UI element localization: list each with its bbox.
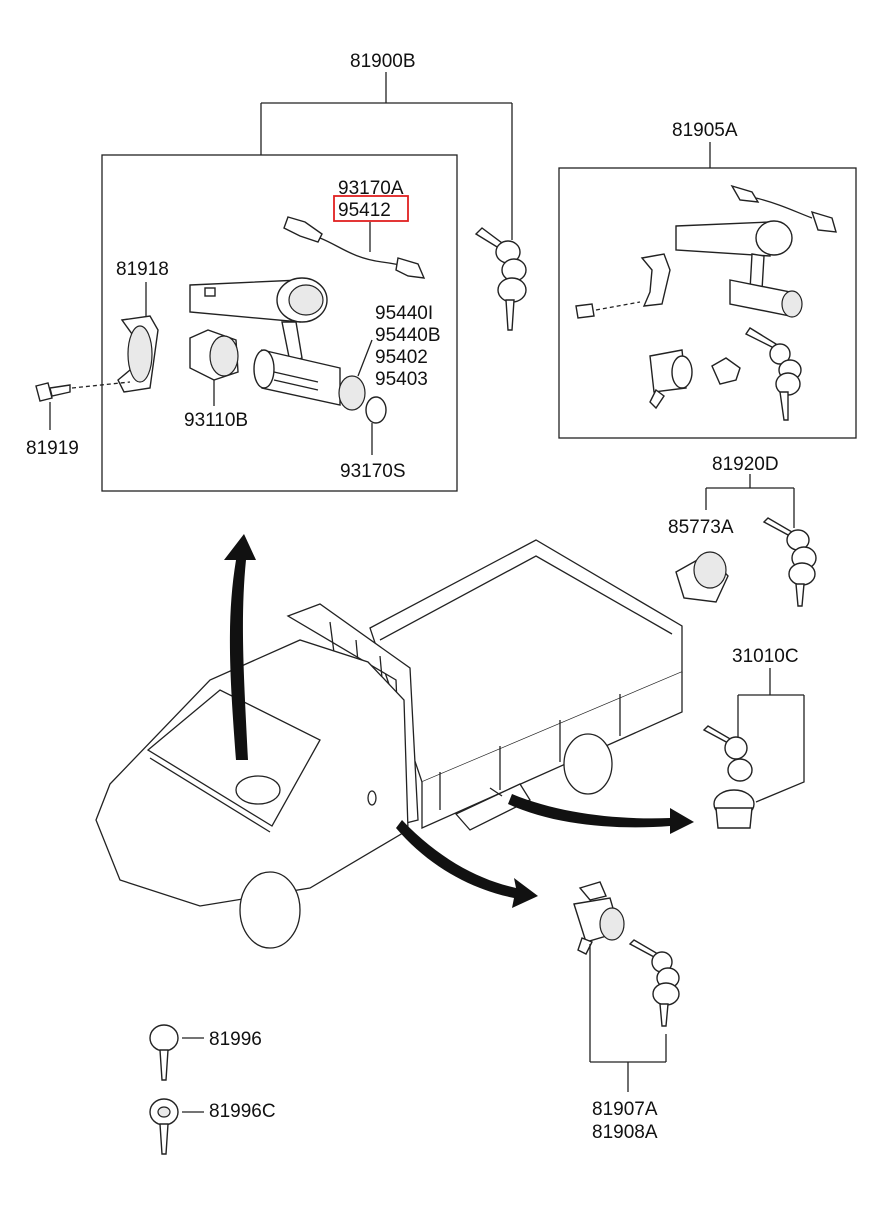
label-93170S: 93170S <box>340 461 406 482</box>
assembly-81920D <box>675 474 817 607</box>
assembly-81905A <box>558 142 857 439</box>
label-81918: 81918 <box>116 259 169 280</box>
label-95402: 95402 <box>375 347 428 368</box>
highlight-box-95412 <box>333 195 409 222</box>
assembly-81900B <box>101 72 513 492</box>
label-81900B: 81900B <box>350 51 416 72</box>
key-81996C <box>149 1098 204 1155</box>
label-95440I: 95440I <box>375 303 433 324</box>
label-81905A: 81905A <box>672 120 738 141</box>
lock-housing <box>253 339 387 455</box>
key-81996 <box>149 1024 204 1081</box>
label-95403: 95403 <box>375 369 428 390</box>
label-81907A: 81907A <box>592 1099 658 1120</box>
label-85773A: 85773A <box>668 517 734 538</box>
label-93170A: 93170A <box>338 178 404 199</box>
label-81996: 81996 <box>209 1029 262 1050</box>
label-81920D: 81920D <box>712 454 779 475</box>
switch-93110B <box>189 329 239 406</box>
bolt-81919 <box>35 381 131 430</box>
bracket-81918 <box>117 282 159 393</box>
wire-harness-95412 <box>283 216 426 279</box>
truck <box>95 539 683 949</box>
label-95412: 95412 <box>338 200 391 221</box>
assembly-81907A <box>573 881 680 1092</box>
label-93110B: 93110B <box>184 410 248 431</box>
lock-cylinder-body <box>189 277 328 363</box>
assembly-31010C <box>702 668 805 829</box>
label-95440B: 95440B <box>375 325 441 346</box>
label-31010C: 31010C <box>732 646 799 667</box>
key-set-81900B <box>474 227 527 331</box>
label-81996C: 81996C <box>209 1101 276 1122</box>
arrows <box>224 534 694 908</box>
label-81919: 81919 <box>26 438 79 459</box>
label-81908A: 81908A <box>592 1122 658 1143</box>
